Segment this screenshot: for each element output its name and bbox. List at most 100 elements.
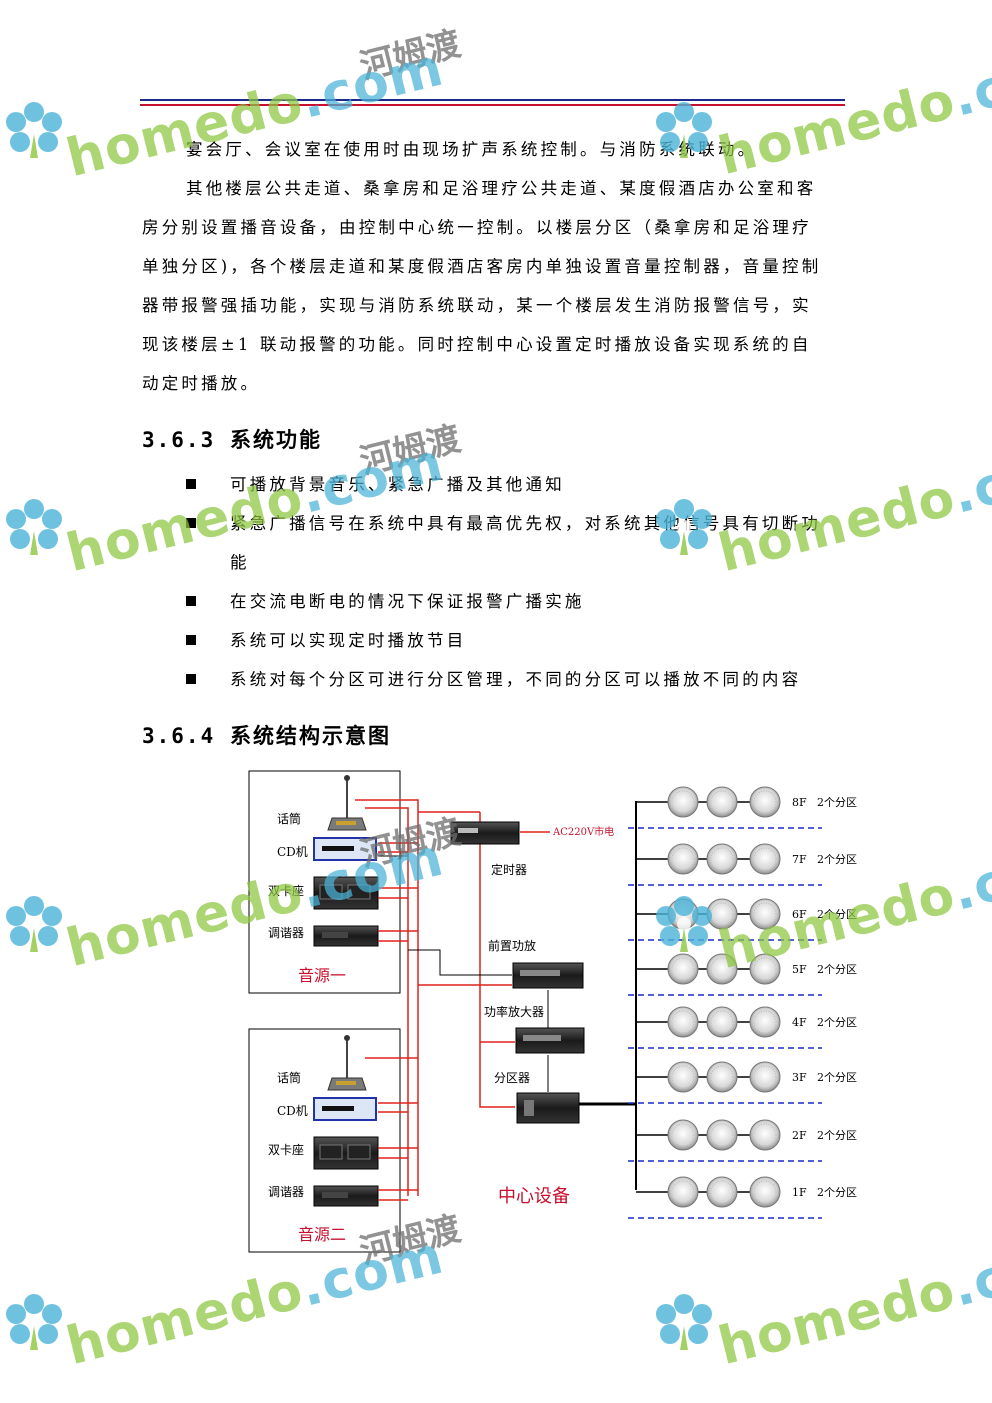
intro-line: 其他楼层公共走道、桑拿房和足浴理疗公共走道、某度假酒店办公室和客 — [186, 179, 817, 198]
speaker-icon — [667, 1006, 699, 1038]
speaker-icon — [749, 898, 781, 930]
speaker-icon — [667, 953, 699, 985]
intro-line: 房分别设置播音设备，由控制中心统一控制。以楼层分区（桑拿房和足浴理疗 — [142, 218, 812, 237]
speaker-icon — [667, 1176, 699, 1208]
header-rule-bottom — [140, 104, 845, 106]
list-item-text: 系统对每个分区可进行分区管理，不同的分区可以播放不同的内容 — [230, 670, 802, 689]
floor-label: 2F — [792, 1129, 807, 1142]
speaker-icon — [749, 953, 781, 985]
speaker-icon — [667, 1061, 699, 1093]
source-label-2: 音源二 — [298, 1225, 346, 1244]
speaker-icon — [706, 843, 738, 875]
intro-line: 现该楼层±1 联动报警的功能。同时控制中心设置定时播放设备实现系统的自 — [142, 335, 812, 354]
speaker-icon — [749, 1061, 781, 1093]
speaker-icon — [749, 1119, 781, 1151]
center-equipment-label: 中心设备 — [498, 1186, 570, 1207]
source-box-2 — [248, 1028, 401, 1253]
list-item-text: 系统可以实现定时播放节目 — [230, 631, 467, 650]
intro-line: 动定时播放。 — [142, 374, 261, 393]
speaker-icon — [706, 898, 738, 930]
section-number: 3.6.4 — [142, 724, 216, 748]
power-amp-label: 功率放大器 — [484, 1004, 544, 1019]
speaker-icon — [749, 843, 781, 875]
device-label-tuner-2: 调谐器 — [268, 1185, 304, 1199]
speaker-icon — [706, 953, 738, 985]
section-number: 3.6.3 — [142, 428, 216, 452]
preamp-device-icon — [512, 962, 584, 989]
speaker-icon — [667, 898, 699, 930]
speaker-icon — [706, 1061, 738, 1093]
microphone-icon — [327, 775, 367, 831]
bullet-icon — [186, 518, 196, 528]
bullet-icon — [186, 635, 196, 645]
floor-label: 5F — [792, 963, 807, 976]
signal-lines — [355, 799, 550, 1201]
speaker-icon — [706, 1119, 738, 1151]
cd-player-icon — [313, 837, 377, 861]
source-label-1: 音源一 — [298, 966, 346, 985]
floor-row: 5F 2个分区 — [628, 953, 857, 996]
source-box-1 — [248, 770, 401, 994]
control-lines — [378, 855, 636, 1106]
cassette-deck-icon — [313, 1136, 379, 1170]
cassette-deck-icon — [313, 876, 379, 910]
cd-player-icon — [313, 1097, 377, 1121]
zone-count-label: 2个分区 — [817, 1129, 857, 1142]
bullet-icon — [186, 674, 196, 684]
zone-count-label: 2个分区 — [817, 853, 857, 866]
speaker-icon — [706, 1176, 738, 1208]
speaker-icon — [749, 786, 781, 818]
intro-paragraph-1: 宴会厅、会议室在使用时由现场扩声系统控制。与消防系统联动。 — [186, 140, 758, 159]
floor-label: 1F — [792, 1186, 807, 1199]
floor-row: 2F 2个分区 — [628, 1119, 857, 1162]
device-label-mic-2: 话筒 — [277, 1070, 301, 1085]
power-input-label: AC220V市电 — [552, 825, 614, 838]
floor-label: 4F — [792, 1016, 807, 1029]
floor-row: 6F 2个分区 — [628, 898, 857, 941]
floor-label: 8F — [792, 796, 807, 809]
zone-divider-label: 分区器 — [494, 1071, 530, 1085]
microphone-icon — [327, 1035, 367, 1091]
speaker-icon — [667, 1119, 699, 1151]
header-rule-top — [140, 99, 845, 101]
speaker-icon — [667, 843, 699, 875]
floor-row: 4F 2个分区 — [628, 1006, 857, 1049]
zone-count-label: 2个分区 — [817, 1016, 857, 1029]
section-heading-364: 3.6.4 系统结构示意图 — [142, 720, 391, 750]
device-label-deck-1: 双卡座 — [268, 883, 304, 898]
speaker-icon — [667, 786, 699, 818]
zone-count-label: 2个分区 — [817, 963, 857, 976]
section-title: 系统功能 — [230, 427, 322, 452]
intro-line: 器带报警强插功能，实现与消防系统联动，某一个楼层发生消防报警信号，实 — [142, 296, 812, 315]
device-label-mic-1: 话筒 — [277, 811, 301, 826]
device-label-tuner-1: 调谐器 — [268, 926, 304, 940]
floor-label: 3F — [792, 1071, 807, 1084]
list-item-text: 可播放背景音乐、紧急广播及其他通知 — [230, 475, 565, 494]
device-label-cd-1: CD机 — [277, 845, 308, 859]
floor-label: 6F — [792, 908, 807, 921]
floor-row: 7F 2个分区 — [628, 843, 857, 886]
list-item-text: 在交流电断电的情况下保证报警广播实施 — [230, 592, 585, 611]
timer-device-icon — [450, 821, 520, 845]
bullet-icon — [186, 596, 196, 606]
preamp-label: 前置功放 — [488, 938, 536, 953]
zone-count-label: 2个分区 — [817, 908, 857, 921]
speaker-icon — [749, 1006, 781, 1038]
speaker-icon — [749, 1176, 781, 1208]
zone-count-label: 2个分区 — [817, 1186, 857, 1199]
device-label-cd-2: CD机 — [277, 1104, 308, 1118]
section-title: 系统结构示意图 — [230, 723, 391, 748]
speaker-icon — [706, 1006, 738, 1038]
tuner-icon — [313, 1185, 379, 1207]
bullet-icon — [186, 479, 196, 489]
floor-row: 1F 2个分区 — [628, 1176, 857, 1219]
timer-label: 定时器 — [491, 862, 527, 877]
section-heading-363: 3.6.3 系统功能 — [142, 424, 322, 454]
intro-line: 单独分区)，各个楼层走道和某度假酒店客房内单独设置音量控制器，音量控制 — [142, 257, 822, 276]
floor-label: 7F — [792, 853, 807, 866]
list-item-text: 能 — [230, 553, 250, 572]
